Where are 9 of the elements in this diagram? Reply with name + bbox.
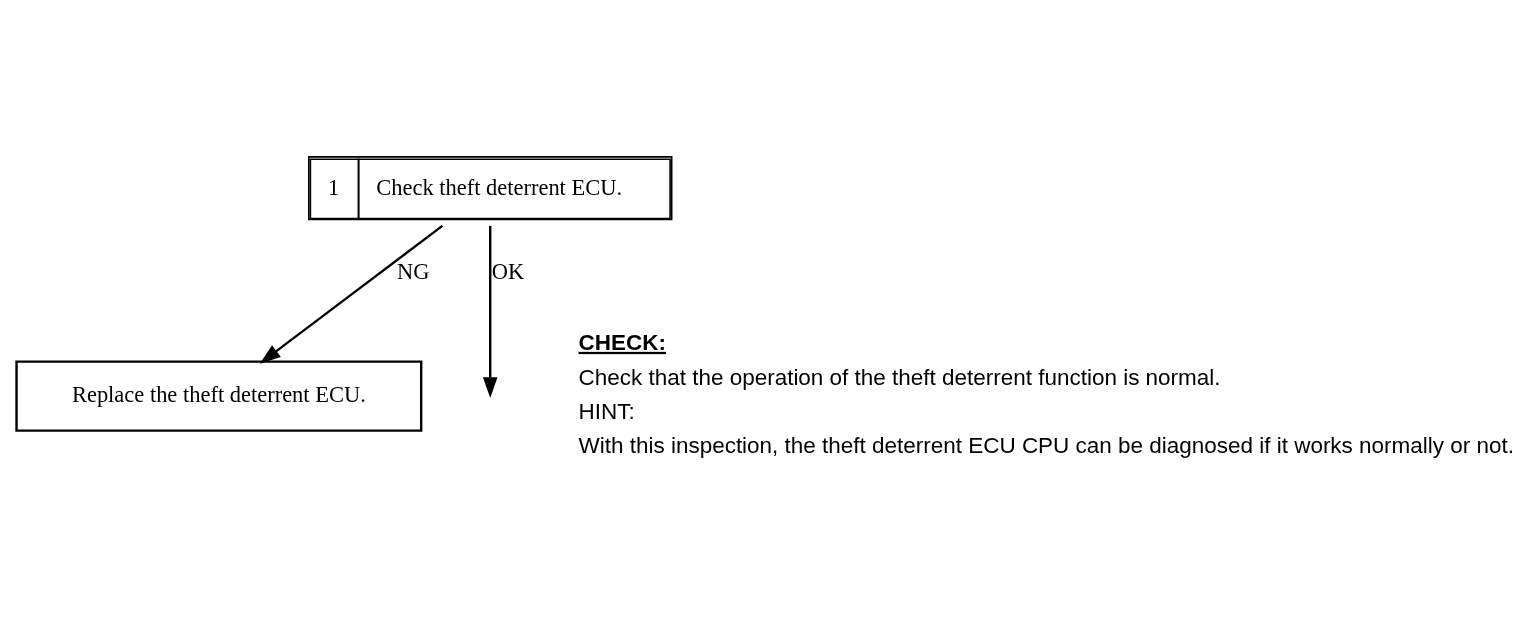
label: With this inspection, the theft deterrent ECU CPU can be diagnosed if it works normally or not.	[578, 432, 1514, 458]
label: HINT:	[578, 398, 635, 424]
arrow	[482, 225, 498, 399]
node-box: Replace the theft deterrent ECU.	[15, 360, 423, 432]
label: CHECK:	[578, 329, 666, 355]
arrow	[259, 224, 444, 364]
edge-label: OK	[491, 259, 525, 285]
edge-label: NG	[396, 259, 430, 285]
label: Check that the operation of the theft deterrent function is normal.	[578, 365, 1221, 391]
